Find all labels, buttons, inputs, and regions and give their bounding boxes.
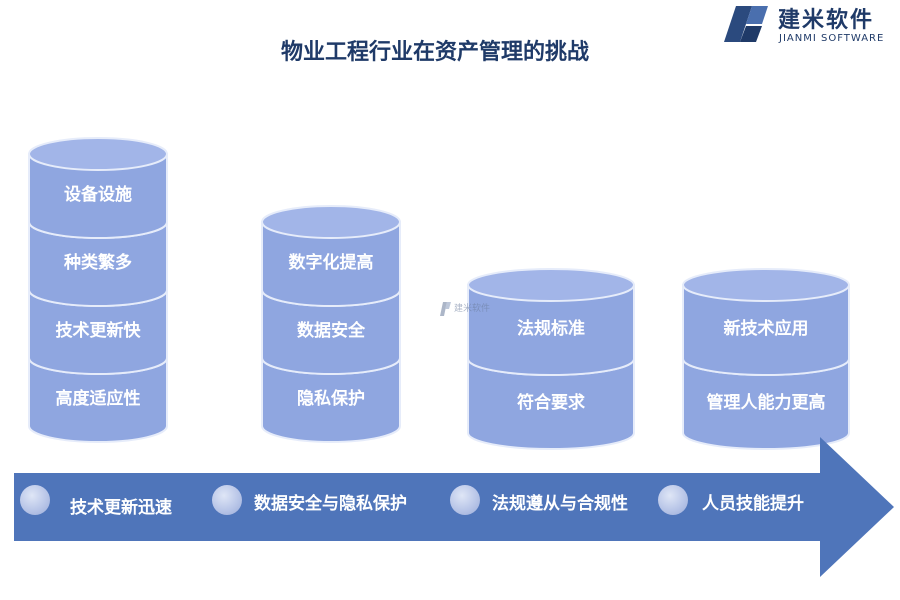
cylinder-body (261, 357, 401, 443)
cylinder-body (28, 221, 168, 307)
arrow-item-label: 技术更新迅速 (70, 498, 172, 518)
cylinder-body (261, 221, 401, 307)
jianmi-logo-icon (724, 6, 768, 42)
cylinder-segment-label: 技术更新快 (56, 320, 142, 341)
arrow-item-label: 数据安全与隐私保护 (254, 494, 407, 514)
brand-logo: 建米软件 JIANMI SOFTWARE (722, 2, 898, 46)
cylinder-segment-label: 符合要求 (517, 392, 585, 413)
cylinder-body (467, 358, 635, 450)
brand-name: 建米软件 (778, 8, 875, 33)
cylinder-stack-2: 隐私保护 数据安全 数字化提高 (261, 205, 401, 443)
cylinder-top (682, 268, 850, 302)
cylinder-body (28, 357, 168, 443)
cylinder-body (28, 289, 168, 375)
cylinder-segment: 数字化提高 (261, 205, 401, 307)
cylinder-segment-label: 数字化提高 (289, 252, 374, 273)
cylinder-segment-label: 高度适应性 (56, 388, 141, 409)
cylinder-stack-1: 高度适应性 技术更新快 种类繁多 设备设施 (28, 137, 168, 443)
cylinder-segment: 新技术应用 (682, 268, 850, 376)
bullet-dot (212, 485, 242, 515)
cylinder-body (682, 284, 850, 376)
bullet-dot (20, 485, 50, 515)
cylinder-segment-label: 设备设施 (64, 184, 132, 205)
cylinder-segment-label: 种类繁多 (63, 252, 132, 273)
cylinder-segment-label: 管理人能力更高 (707, 392, 826, 413)
cylinder-segment-label: 隐私保护 (297, 388, 365, 409)
cylinder-segment-label: 数据安全 (297, 320, 366, 341)
cylinder-body (28, 153, 168, 239)
jianmi-watermark-icon (440, 302, 451, 316)
cylinder-top (467, 268, 635, 302)
cylinder-segment: 设备设施 (28, 137, 168, 239)
arrow-item-label: 法规遵从与合规性 (492, 494, 628, 514)
arrow-item-label: 人员技能提升 (702, 494, 804, 514)
bullet-dot (450, 485, 480, 515)
cylinder-segment: 法规标准 (467, 268, 635, 376)
cylinder-body (261, 289, 401, 375)
cylinder-top (261, 205, 401, 239)
brand-subtitle: JIANMI SOFTWARE (779, 33, 885, 44)
cylinder-body (467, 284, 635, 376)
page-title: 物业工程行业在资产管理的挑战 (280, 40, 589, 65)
cylinder-body (682, 358, 850, 450)
cylinder-top (28, 137, 168, 171)
cylinder-segment-label: 法规标准 (517, 318, 585, 339)
cylinder-segment-label: 新技术应用 (724, 318, 809, 339)
bullet-dot (658, 485, 688, 515)
watermark-text: 建米软件 (454, 304, 491, 314)
watermark: 建米软件 (440, 300, 500, 320)
